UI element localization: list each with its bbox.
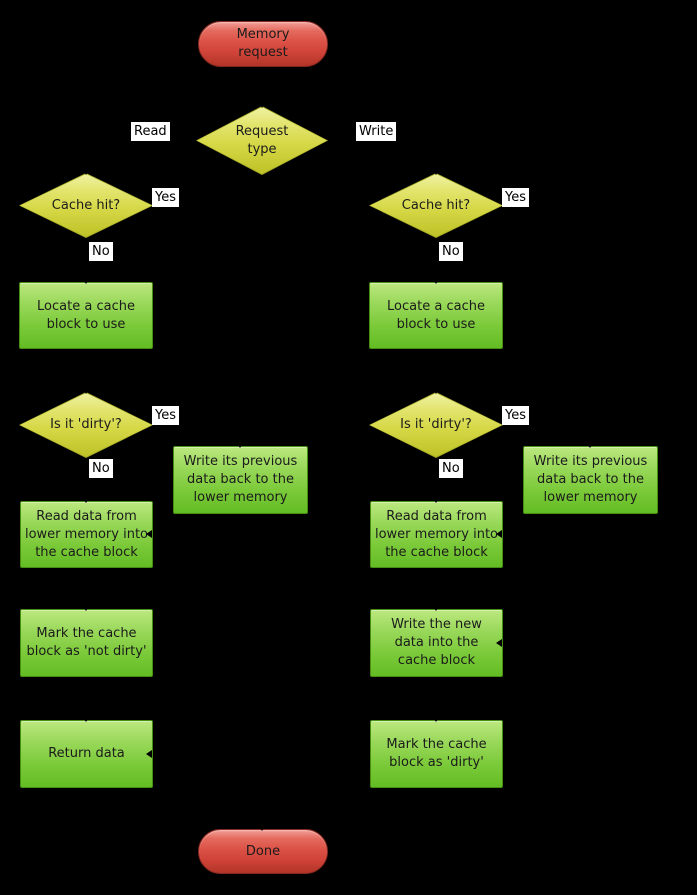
decision-request-type: Request type: [196, 106, 328, 175]
process-writeback-previous-data-read-label: Write its previous data back to the lowe…: [183, 454, 298, 505]
arrowhead-down-icon: [236, 442, 244, 448]
terminal-done: Done: [198, 829, 328, 874]
arrowhead-left-icon: [146, 530, 152, 538]
decision-cache-hit-read-label: Cache hit?: [51, 197, 121, 213]
decision-cache-hit-read: Cache hit?: [19, 173, 153, 238]
process-mark-block-not-dirty-label: Mark the cache block as 'not dirty': [26, 626, 147, 659]
process-writeback-previous-data-write-label: Write its previous data back to the lowe…: [533, 454, 648, 505]
arrowhead-down-icon: [82, 716, 90, 722]
process-locate-cache-block-read: Locate a cache block to use: [19, 282, 153, 349]
process-locate-cache-block-read-label: Locate a cache block to use: [37, 298, 135, 332]
arrowhead-down-icon: [432, 388, 440, 394]
edge-label-no-cache-hit-read: No: [89, 242, 113, 261]
arrowhead-down-icon: [586, 442, 594, 448]
process-mark-block-dirty-label: Mark the cache block as 'dirty': [386, 737, 487, 770]
diamond-fill: Cache hit?: [370, 174, 502, 237]
process-write-new-data-label: Write the new data into the cache block: [391, 617, 482, 668]
terminal-memory-request: Memory request: [198, 21, 328, 67]
decision-cache-hit-write: Cache hit?: [369, 173, 503, 238]
process-writeback-previous-data-read: Write its previous data back to the lowe…: [173, 446, 308, 514]
arrowhead-left-icon: [146, 750, 152, 758]
process-read-data-from-lower-memory-read: Read data from lower memory into the cac…: [20, 501, 153, 568]
edge-label-yes-cache-hit-write: Yes: [502, 188, 529, 207]
decision-is-dirty-write: Is it 'dirty'?: [369, 392, 503, 458]
arrowhead-down-icon: [432, 605, 440, 611]
arrowhead-down-icon: [82, 388, 90, 394]
process-return-data: Return data: [20, 720, 153, 788]
edge-label-no-is-dirty-read: No: [89, 459, 113, 478]
arrowhead-down-icon: [432, 497, 440, 503]
diamond-fill: Request type: [197, 107, 327, 174]
arrowhead-down-icon: [432, 716, 440, 722]
process-mark-block-dirty: Mark the cache block as 'dirty': [370, 720, 503, 788]
edge-label-no-is-dirty-write: No: [439, 459, 463, 478]
diamond-fill: Is it 'dirty'?: [370, 393, 502, 457]
edge-label-yes-is-dirty-read: Yes: [152, 406, 179, 425]
process-return-data-label: Return data: [48, 746, 125, 761]
process-write-new-data: Write the new data into the cache block: [370, 609, 503, 677]
terminal-memory-request-label: Memory request: [236, 27, 290, 60]
edge-label-no-cache-hit-write: No: [439, 242, 463, 261]
terminal-done-label: Done: [245, 843, 281, 859]
process-mark-block-not-dirty: Mark the cache block as 'not dirty': [20, 609, 153, 677]
decision-cache-hit-write-label: Cache hit?: [401, 197, 471, 213]
arrowhead-down-icon: [258, 825, 266, 831]
arrowhead-left-icon: [496, 639, 502, 647]
arrowhead-down-icon: [82, 169, 90, 175]
edge-label-read: Read: [131, 122, 170, 141]
diamond-fill: Cache hit?: [20, 174, 152, 237]
edge-label-yes-cache-hit-read: Yes: [152, 188, 179, 207]
process-writeback-previous-data-write: Write its previous data back to the lowe…: [523, 446, 658, 514]
decision-is-dirty-write-label: Is it 'dirty'?: [400, 417, 472, 432]
edge-label-write: Write: [356, 122, 397, 141]
decision-is-dirty-read: Is it 'dirty'?: [19, 392, 153, 458]
diamond-fill: Is it 'dirty'?: [20, 393, 152, 457]
arrowhead-down-icon: [82, 605, 90, 611]
arrowhead-down-icon: [82, 497, 90, 503]
arrowhead-down-icon: [82, 278, 90, 284]
arrowhead-down-icon: [258, 102, 266, 108]
arrowhead-down-icon: [432, 278, 440, 284]
process-read-data-from-lower-memory-read-label: Read data from lower memory into the cac…: [24, 508, 149, 560]
process-read-data-from-lower-memory-write-label: Read data from lower memory into the cac…: [374, 508, 499, 560]
decision-request-type-label: Request type: [235, 123, 289, 157]
arrowhead-down-icon: [432, 169, 440, 175]
process-locate-cache-block-write-label: Locate a cache block to use: [387, 298, 485, 332]
arrowhead-left-icon: [496, 530, 502, 538]
decision-is-dirty-read-label: Is it 'dirty'?: [50, 417, 122, 432]
edge-label-yes-is-dirty-write: Yes: [502, 406, 529, 425]
process-read-data-from-lower-memory-write: Read data from lower memory into the cac…: [370, 501, 503, 568]
process-locate-cache-block-write: Locate a cache block to use: [369, 282, 503, 349]
